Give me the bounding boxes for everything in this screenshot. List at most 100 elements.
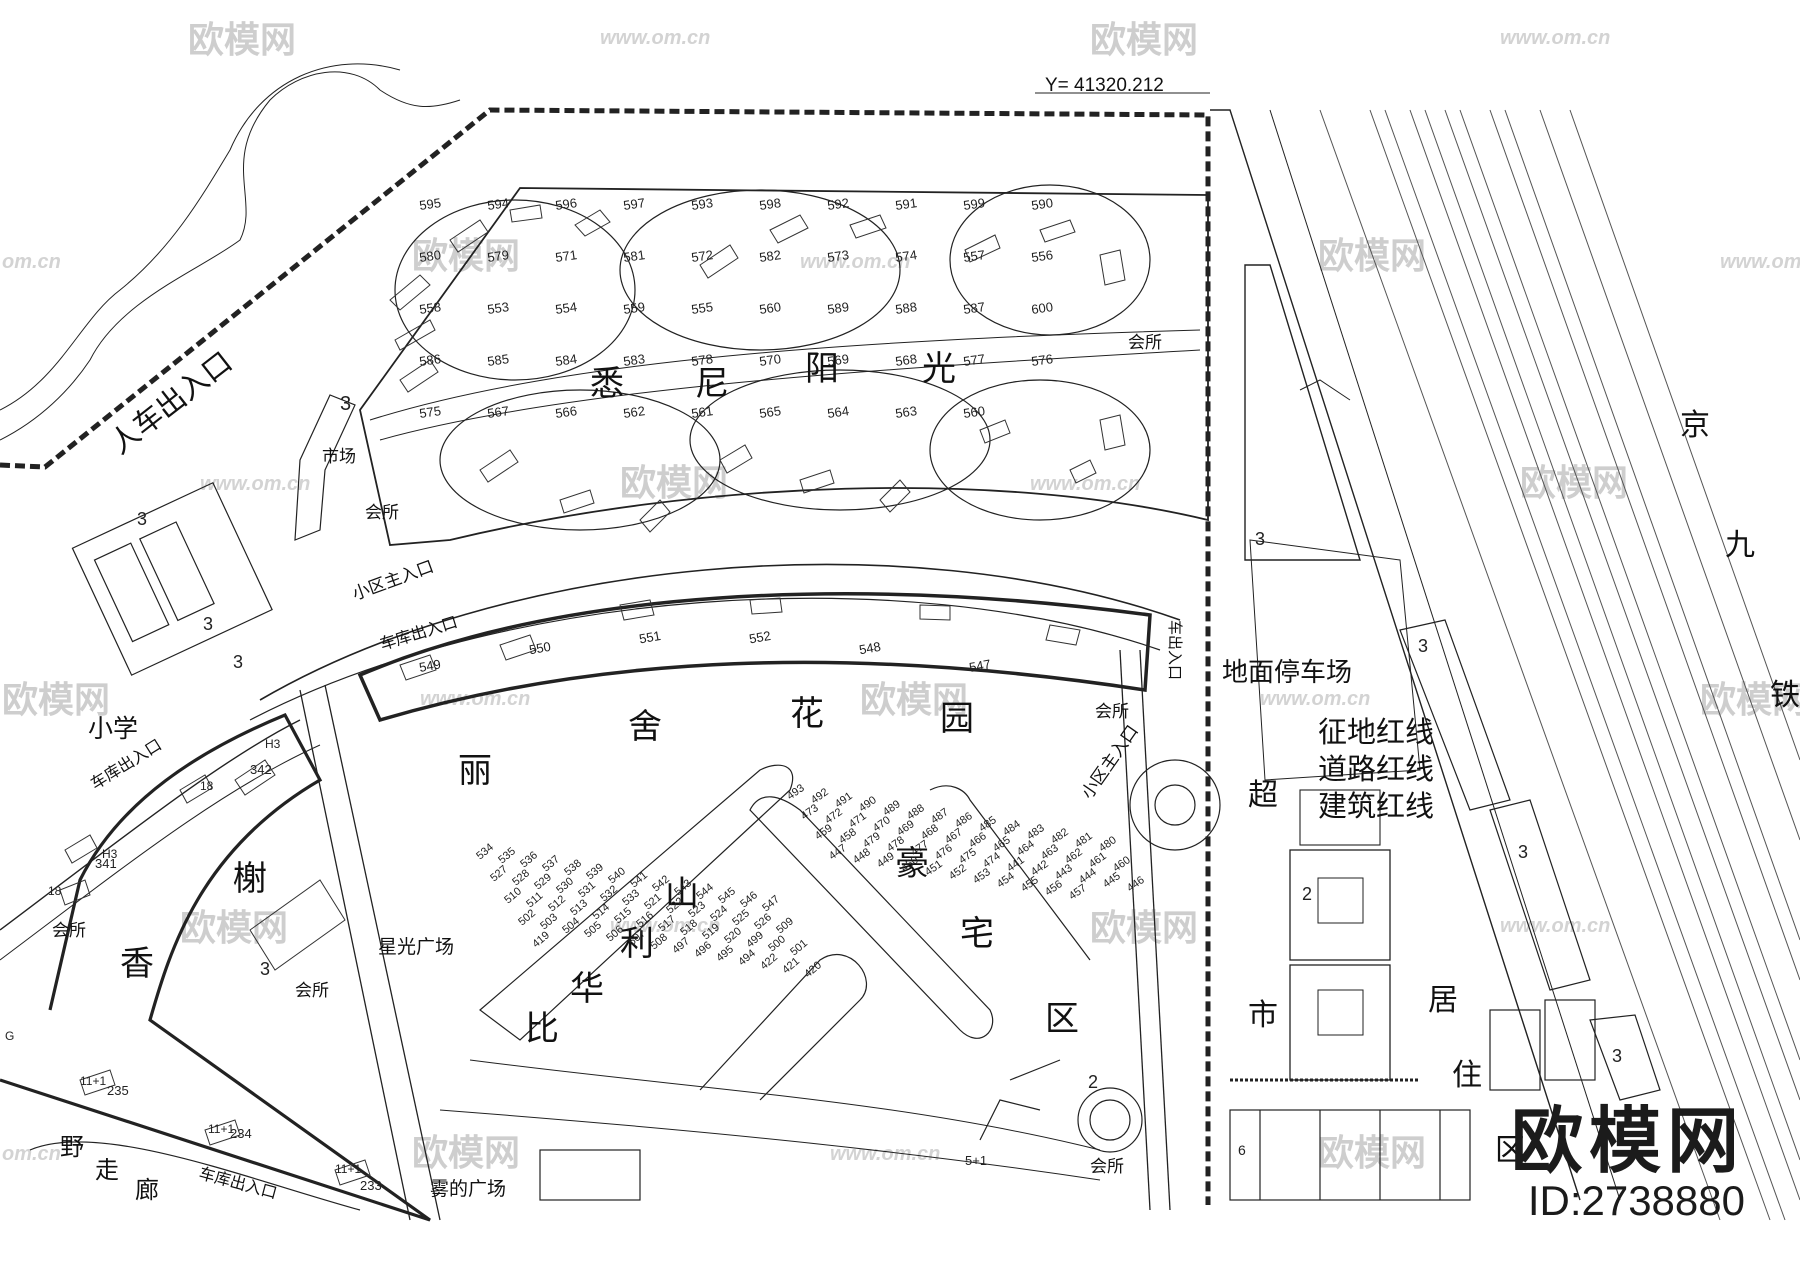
building-number: 559 bbox=[622, 299, 646, 317]
watermark-url: www.om.cn bbox=[1260, 688, 1370, 710]
floor-mark: G bbox=[5, 1029, 14, 1043]
building-number: 342 bbox=[250, 762, 272, 777]
zone-chaoshi-char: 市 bbox=[1248, 999, 1278, 1032]
legend-road-line: 道路红线 bbox=[1318, 753, 1434, 786]
floor-mark: 11+1 bbox=[80, 1074, 106, 1088]
building-number: 595 bbox=[418, 195, 442, 213]
rail-char: 铁 bbox=[1770, 679, 1800, 712]
floor-mark: 2 bbox=[1302, 884, 1312, 904]
watermark-logo: 欧模网 bbox=[1318, 1132, 1426, 1173]
linework-layer bbox=[0, 63, 1800, 1222]
floor-mark: H3 bbox=[102, 847, 118, 861]
zone-sydney-char: 阳 bbox=[805, 350, 839, 388]
watermark-url: www.om.cn bbox=[600, 27, 710, 49]
building-number: 560 bbox=[962, 403, 986, 421]
building-number: 594 bbox=[486, 195, 510, 213]
building-number: 570 bbox=[758, 351, 782, 369]
building-number: 589 bbox=[826, 299, 850, 317]
building-number: 578 bbox=[690, 351, 714, 369]
zone-lishe-char: 舍 bbox=[628, 708, 662, 746]
watermark-url: om.cn bbox=[2, 1143, 61, 1165]
building-number: 571 bbox=[554, 247, 578, 265]
floor-mark: 2 bbox=[1088, 1072, 1098, 1092]
building-number: 575 bbox=[418, 403, 442, 421]
floor-mark: 3 bbox=[1255, 529, 1265, 549]
legend-building-line: 建筑红线 bbox=[1318, 790, 1434, 823]
building-number: 580 bbox=[418, 247, 442, 265]
building-number: 562 bbox=[622, 403, 646, 421]
zone-haozhai-char: 区 bbox=[1045, 1000, 1079, 1038]
building-number: 585 bbox=[486, 351, 510, 369]
label-ye-zou-lang: 走 bbox=[95, 1157, 119, 1184]
label-ye-zou-lang: 廊 bbox=[135, 1177, 159, 1204]
watermark-url: www.om.cn bbox=[830, 1143, 940, 1165]
building-number: 569 bbox=[826, 351, 850, 369]
building-number: 567 bbox=[486, 403, 510, 421]
zone-sydney-char: 尼 bbox=[695, 365, 729, 403]
building-number: 565 bbox=[758, 403, 782, 421]
watermark-url: www.om.cn bbox=[200, 473, 310, 495]
label-clubhouse: 会所 bbox=[52, 921, 86, 940]
watermark-logo: 欧模网 bbox=[188, 19, 296, 60]
floor-mark: 18 bbox=[48, 884, 62, 898]
building-number: 235 bbox=[107, 1083, 129, 1098]
zone-bilishan-char: 华 bbox=[570, 970, 604, 1008]
legend-land-line: 征地红线 bbox=[1318, 716, 1434, 749]
building-number: 554 bbox=[554, 299, 578, 317]
floor-mark: 3 bbox=[1518, 842, 1528, 862]
watermark-logo: 欧模网 bbox=[1520, 462, 1628, 503]
building-footprints bbox=[59, 204, 1126, 1186]
label-car-exit: 车出入口 bbox=[1166, 620, 1183, 680]
zone-bilishan-char: 比 bbox=[525, 1010, 559, 1048]
brand-watermark: 欧模网 ID:2738880 bbox=[1511, 1106, 1745, 1224]
label-ye-zou-lang: 野 bbox=[60, 1134, 84, 1161]
zone-juzhu-char: 区 bbox=[1495, 1134, 1525, 1167]
building-number: 577 bbox=[962, 351, 986, 369]
floor-mark: 3 bbox=[1418, 636, 1428, 656]
watermark-logo: 欧模网 bbox=[2, 679, 110, 720]
floor-mark: 11+1 bbox=[208, 1122, 234, 1136]
building-number: 557 bbox=[962, 247, 986, 265]
rail-char: 京 bbox=[1680, 409, 1710, 442]
watermark-layer: 欧模网 www.om.cn 欧模网 www.om.cn om.cn 欧模网 ww… bbox=[2, 19, 1800, 1173]
building-number: 576 bbox=[1030, 351, 1054, 369]
watermark-url: www.om.cn bbox=[1030, 473, 1140, 495]
floor-mark: 3 bbox=[137, 509, 147, 529]
zone-xiangxie-char: 榭 bbox=[233, 860, 267, 898]
building-number: 234 bbox=[230, 1126, 252, 1141]
building-number: 600 bbox=[1030, 299, 1054, 317]
building-number: 597 bbox=[622, 195, 646, 213]
zone-sydney-char: 光 bbox=[922, 350, 956, 388]
building-number: 586 bbox=[418, 351, 442, 369]
floor-mark: 5+1 bbox=[965, 1153, 987, 1168]
label-clubhouse: 会所 bbox=[1128, 333, 1162, 352]
building-number: 592 bbox=[826, 195, 850, 213]
brand-logo: 欧模网 bbox=[1510, 1101, 1745, 1182]
building-number: 550 bbox=[528, 639, 552, 658]
floor-mark: H3 bbox=[265, 737, 281, 751]
building-number: 573 bbox=[826, 247, 850, 265]
building-number: 583 bbox=[622, 351, 646, 369]
label-clubhouse: 会所 bbox=[365, 503, 399, 522]
label-wu-plaza: 雾的广场 bbox=[430, 1178, 506, 1200]
zone-juzhu-char: 居 bbox=[1428, 984, 1458, 1017]
rail-char: 九 bbox=[1725, 529, 1755, 562]
watermark-url: www.om.cn bbox=[1500, 27, 1610, 49]
floor-mark: 3 bbox=[203, 614, 213, 634]
building-number: 341 bbox=[95, 856, 117, 871]
watermark-logo: 欧模网 bbox=[1090, 19, 1198, 60]
building-number: 590 bbox=[1030, 195, 1054, 213]
building-number: 560 bbox=[758, 299, 782, 317]
floor-mark: 3 bbox=[340, 393, 351, 415]
floor-mark: 3 bbox=[1612, 1046, 1622, 1066]
building-number: 548 bbox=[858, 639, 882, 658]
floor-mark: 11+1 bbox=[335, 1162, 361, 1176]
building-number: 572 bbox=[690, 247, 714, 265]
zone-sydney-char: 悉 bbox=[590, 365, 624, 403]
watermark-url: www.om.cn bbox=[800, 251, 910, 273]
watermark-logo: 欧模网 bbox=[1090, 907, 1198, 948]
zone-lishe-char: 花 bbox=[790, 695, 824, 733]
zone-haozhai-char: 宅 bbox=[960, 915, 994, 953]
